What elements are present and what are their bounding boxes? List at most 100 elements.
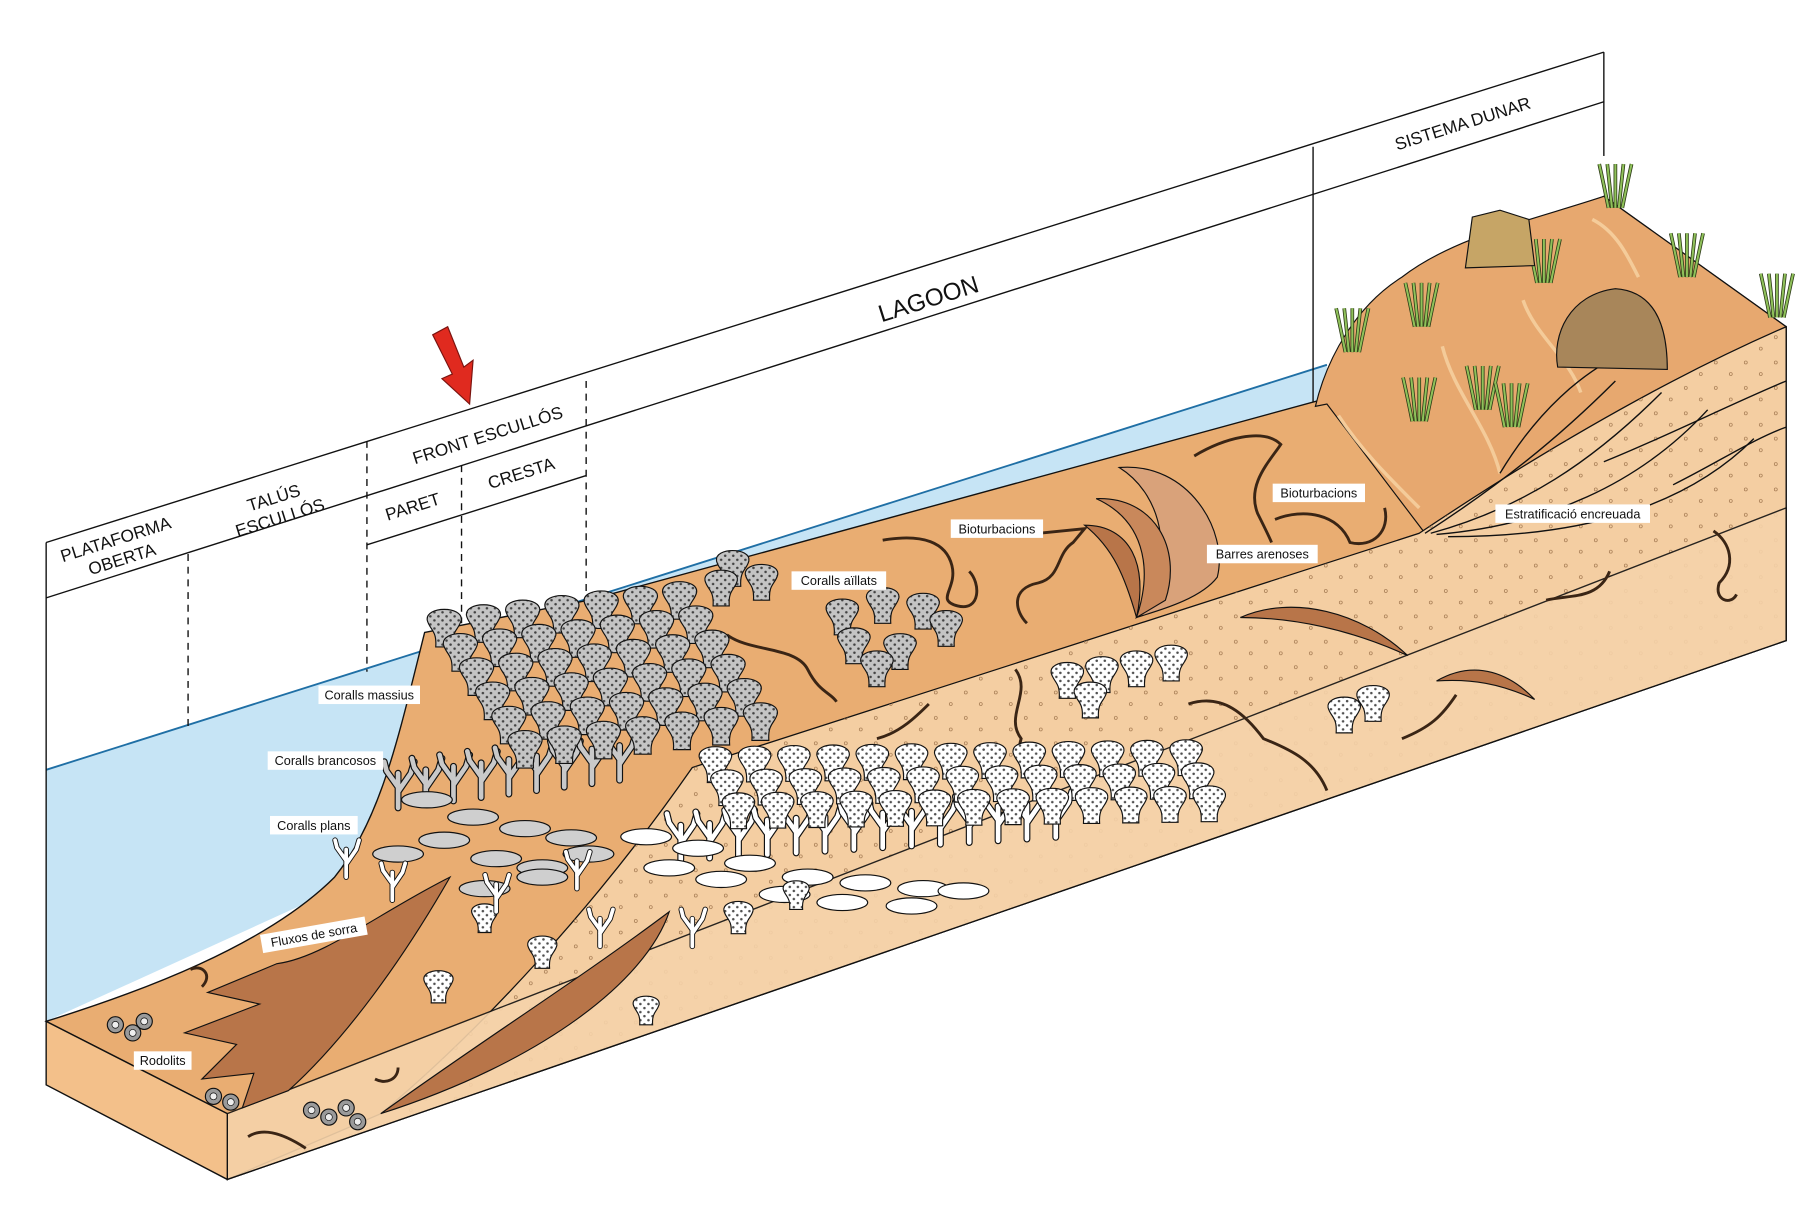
grass-blade-fill (1425, 377, 1437, 422)
lagoon-coral-texture (879, 790, 912, 827)
grass-blade-fill (1692, 233, 1705, 278)
red-arrow-icon (431, 325, 474, 406)
plate-coral (545, 829, 598, 847)
grass-blade-fill (1494, 383, 1506, 428)
rhodolith-core (209, 1092, 218, 1101)
grass-blade-fill (1617, 163, 1625, 208)
grass-blade-fill (1402, 377, 1414, 422)
lagoon-coral-texture (918, 790, 951, 826)
sand-flow-lens (380, 910, 671, 1115)
grass-blade-fill (1410, 377, 1417, 422)
grass-blade-fill (1423, 282, 1431, 327)
label-text: Coralls plans (277, 819, 350, 833)
massive-coral-texture (547, 725, 582, 764)
plate-coral (372, 845, 425, 863)
label-text: Coralls brancosos (275, 754, 377, 768)
label-text: Bioturbacions (958, 522, 1035, 536)
rhodolith-core (226, 1098, 235, 1106)
isolated-coral-texture (866, 587, 899, 624)
rhodolith-core (325, 1113, 333, 1121)
isolated-coral-texture (704, 570, 738, 606)
grass-blade-fill (1598, 163, 1610, 209)
grass-blade-fill (1465, 365, 1477, 411)
coral-debris-texture (471, 903, 498, 933)
label-barres-arenoses: Barres arenoses (1206, 544, 1318, 564)
isolated-coral-texture (1120, 650, 1153, 687)
grass-blade-fill (1404, 282, 1416, 327)
rhodolith-core (111, 1020, 120, 1029)
rhodolith-core (342, 1104, 350, 1112)
coral-debris-texture (633, 996, 660, 1025)
massive-coral-texture (743, 702, 778, 741)
grass-blade-fill (1677, 233, 1685, 278)
label-text: Bioturbacions (1280, 486, 1357, 500)
plate-coral (470, 849, 523, 868)
label-coralls-aillats: Coralls aïllats (791, 571, 887, 590)
lagoon-coral-texture (957, 789, 991, 826)
label-rodolits: Rodolits (133, 1051, 192, 1070)
branching-coral-fill (379, 861, 408, 903)
zone-label-paret: PARET (383, 488, 443, 524)
grass-blade-fill (1485, 365, 1492, 410)
branching-coral-fill (464, 749, 500, 800)
rhodolith-core (140, 1017, 149, 1026)
massive-coral-texture (625, 716, 660, 755)
grass-blade-fill (1513, 383, 1521, 428)
massive-coral-texture (507, 730, 543, 769)
grass-blade-fill (1759, 273, 1772, 318)
plate-coral (418, 831, 471, 849)
branching-coral-fill (587, 907, 615, 949)
dune-shrub (1464, 209, 1536, 269)
grass-blade-fill (1343, 308, 1350, 353)
grass-blade-fill (1488, 365, 1500, 411)
rhodolith-core (128, 1029, 137, 1037)
corals-and-vegetation (106, 163, 1795, 1131)
zone-header (45, 51, 1605, 1022)
coral-debris-texture (527, 936, 557, 969)
grass-blade-fill (1427, 282, 1439, 327)
branching-coral-fill (603, 731, 639, 783)
grass-blade-fill (1358, 308, 1370, 353)
branching-coral-fill (381, 759, 417, 811)
grass-blade-fill (1473, 365, 1481, 410)
grass-blade-fill (1354, 308, 1362, 353)
grass-blade-fill (1782, 273, 1795, 318)
label-bioturbacions-dune: Bioturbacions (1272, 483, 1365, 503)
grass-blade-fill (1549, 238, 1562, 284)
branching-coral-fill (333, 838, 361, 879)
branching-coral-fill (437, 752, 472, 804)
plate-coral (695, 870, 748, 889)
zone-label-lagoon: LAGOON (875, 271, 982, 328)
lagoon-coral-texture (1075, 787, 1108, 824)
branching-coral-fill (483, 872, 511, 914)
grass-blade-fill (1534, 238, 1542, 283)
grass-blade-fill (1335, 308, 1347, 353)
isolated-coral-texture (837, 627, 871, 664)
grass-blade-fill (1606, 163, 1613, 208)
plate-coral (499, 819, 551, 838)
massive-coral-texture (704, 707, 739, 745)
block-left-face (45, 1020, 228, 1181)
sand-flow-fan (182, 875, 452, 1109)
zone-label-cresta: CRESTA (485, 453, 557, 493)
water-surface-line (45, 363, 1328, 771)
massive-coral-texture (664, 712, 699, 750)
plate-coral (447, 808, 500, 826)
isolated-coral-texture (1074, 682, 1107, 718)
isolated-coral-texture (860, 650, 894, 687)
grass-blade-fill (1779, 273, 1787, 318)
coral-debris-texture (423, 970, 454, 1003)
label-estratificacio-encreuada: Estratificació encreuada (1495, 504, 1650, 523)
grass-blade-fill (1412, 282, 1420, 327)
plate-coral (643, 859, 696, 877)
plate-coral (816, 893, 869, 912)
lagoon-coral-texture (800, 791, 834, 828)
coral-debris-texture (783, 880, 810, 910)
label-text: Estratificació encreuada (1505, 507, 1641, 521)
branching-coral-fill (895, 797, 930, 849)
label-bioturbacions-lagoon: Bioturbacions (950, 519, 1044, 538)
isolated-coral-texture (1356, 685, 1390, 722)
dune-wind-streaks (1337, 217, 1641, 510)
branching-coral-fill (751, 806, 786, 857)
